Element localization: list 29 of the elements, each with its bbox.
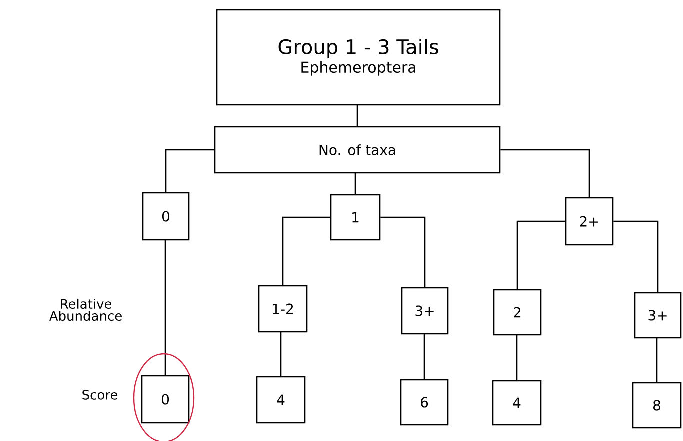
connector-line (500, 149, 590, 198)
connector-line (356, 105, 358, 127)
value-box: 3+ (634, 292, 682, 339)
connector-line (280, 332, 282, 377)
category-box: No. of taxa (214, 126, 501, 174)
row-label: Relative Abundance (50, 298, 122, 322)
value-box: 3+ (401, 287, 449, 335)
value-box: 2 (493, 289, 542, 336)
connector-line (380, 216, 426, 288)
connector-line (516, 220, 566, 290)
value-box: 2+ (565, 197, 614, 246)
connector-line (282, 216, 330, 286)
connector-line (354, 173, 356, 195)
title-box: Group 1 - 3 Tails Ephemeroptera (216, 9, 501, 106)
value-box: 0 (142, 192, 190, 241)
connector-line (164, 240, 166, 376)
value-box: 1 (330, 194, 381, 241)
value-box: 6 (400, 379, 449, 426)
row-label: Score (82, 390, 118, 400)
value-box: 8 (632, 382, 682, 429)
connector-line (516, 335, 518, 381)
value-box: 4 (256, 376, 306, 424)
value-box: 4 (492, 380, 542, 426)
value-box: 1-2 (258, 285, 308, 333)
connector-line (165, 149, 214, 192)
connector-line (614, 220, 659, 292)
connector-line (424, 334, 426, 380)
value-box: 0 (141, 375, 190, 424)
connector-line (656, 338, 658, 383)
